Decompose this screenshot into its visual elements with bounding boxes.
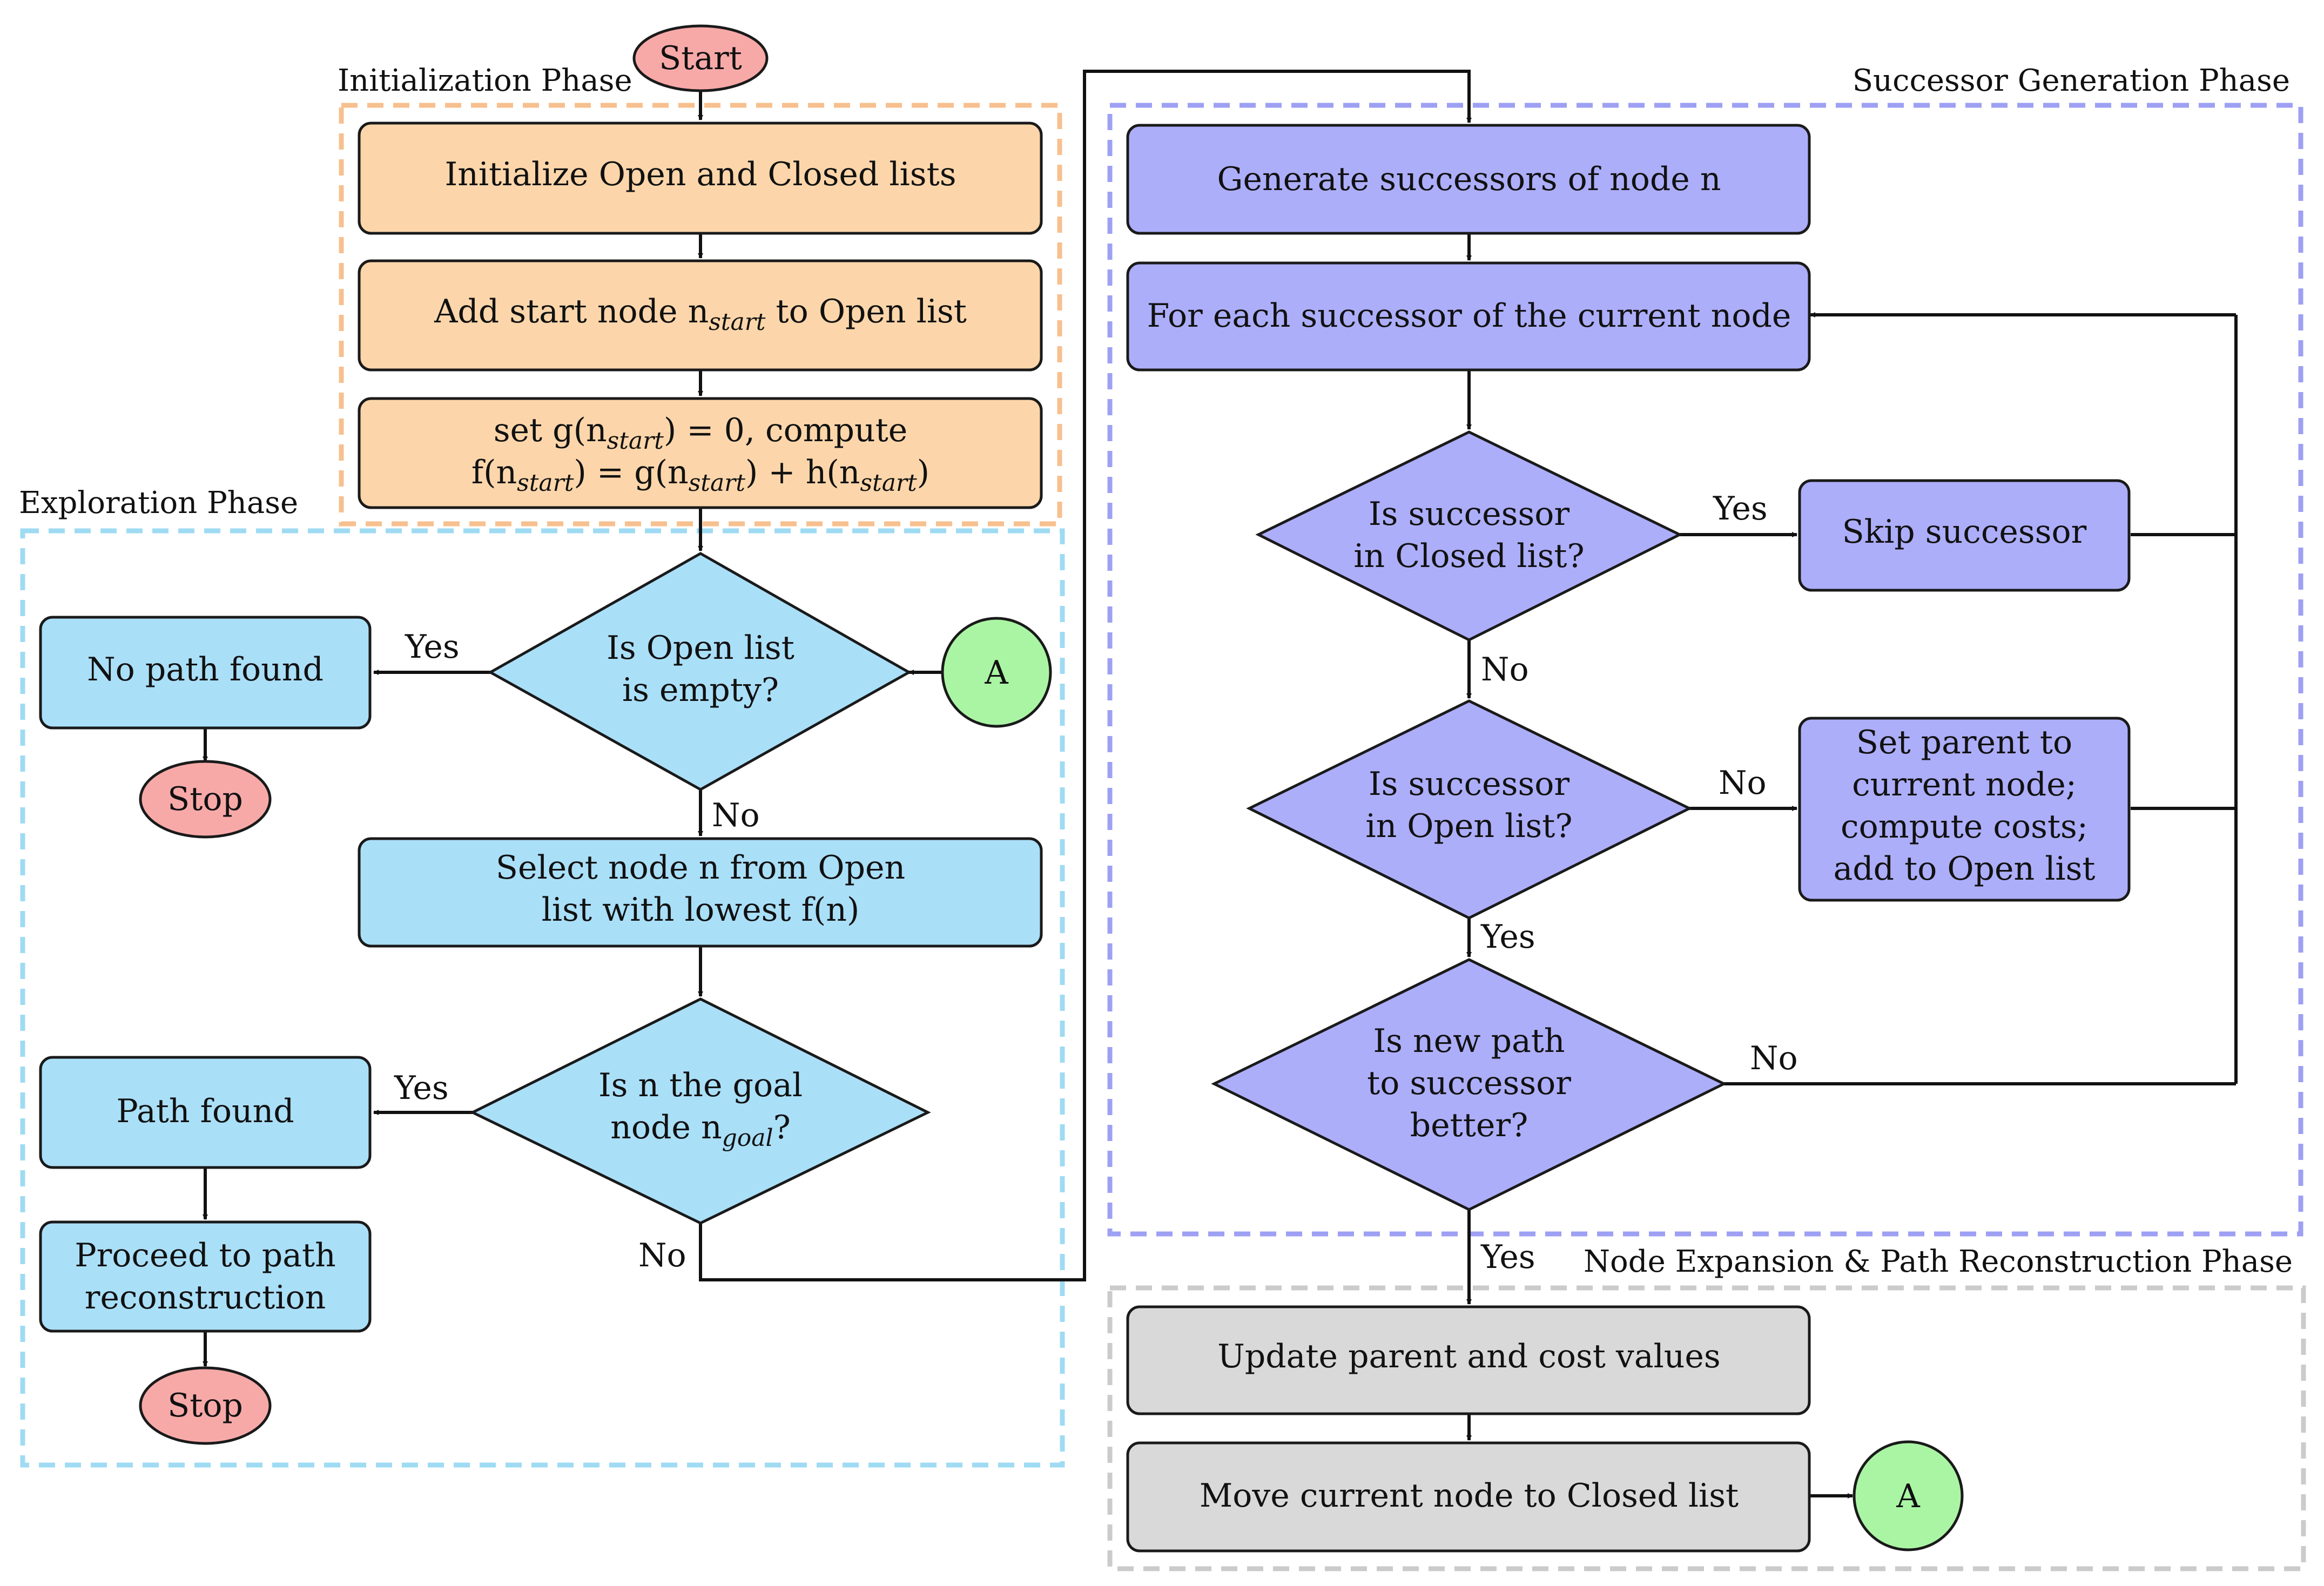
better-line1: Is new path: [1373, 1022, 1565, 1060]
start-terminal: Start: [632, 24, 769, 92]
is-open-empty-decision: Is Open list is empty?: [487, 552, 912, 791]
proceed-line2: reconstruction: [85, 1279, 326, 1317]
initialization-phase: Initialization Phase: [338, 63, 1062, 527]
label-yes-nopath: Yes: [405, 628, 460, 666]
edge-labels: Yes No Yes No Yes No No Yes No Yes: [394, 490, 1798, 1276]
initialization-phase-label: Initialization Phase: [338, 63, 632, 98]
label-yes-inopen: Yes: [1480, 918, 1535, 956]
in-open-line2: in Open list?: [1365, 807, 1572, 845]
for-each-node: For each successor of the current node: [1126, 261, 1811, 372]
add-start-label: Add start node nstart to Open list: [434, 293, 967, 336]
connector-a-right-label: A: [1896, 1477, 1920, 1515]
stop-terminal-1: Stop: [139, 760, 272, 839]
skip-label: Skip successor: [1842, 513, 2087, 551]
set-cost-node: set g(nstart) = 0, compute f(nstart) = g…: [358, 397, 1043, 509]
exploration-phase-label: Exploration Phase: [19, 485, 298, 521]
init-lists-node: Initialize Open and Closed lists: [358, 122, 1043, 235]
better-line3: better?: [1410, 1106, 1528, 1144]
proceed-node: Proceed to path reconstruction: [39, 1220, 372, 1333]
skip-node: Skip successor: [1798, 479, 2131, 592]
stop-label-1: Stop: [167, 780, 243, 818]
connector-a-left-label: A: [984, 654, 1008, 692]
is-open-empty-line2: is empty?: [622, 671, 779, 709]
no-path-label: No path found: [87, 651, 324, 689]
set-parent-line4: add to Open list: [1833, 850, 2095, 888]
connector-a-right: A: [1853, 1440, 1964, 1551]
path-found-node: Path found: [39, 1056, 372, 1169]
is-open-empty-line1: Is Open list: [607, 629, 794, 667]
gen-succ-node: Generate successors of node n: [1126, 124, 1811, 235]
better-decision: Is new path to successor better?: [1211, 958, 1727, 1211]
select-node: Select node n from Open list with lowest…: [358, 837, 1043, 948]
no-path-node: No path found: [39, 616, 372, 730]
label-yes-skip: Yes: [1713, 490, 1768, 528]
is-goal-line1: Is n the goal: [598, 1067, 803, 1104]
set-parent-node: Set parent to current node; compute cost…: [1798, 717, 2131, 902]
label-no-goal: No: [638, 1237, 686, 1274]
set-parent-line2: current node;: [1852, 766, 2077, 804]
label-no-inopen: No: [1719, 764, 1767, 802]
edges: [203, 70, 2238, 1499]
update-label: Update parent and cost values: [1217, 1338, 1720, 1375]
label-yes-pathfound: Yes: [394, 1069, 449, 1107]
is-goal-line2: node ngoal?: [610, 1109, 791, 1152]
select-node-line2: list with lowest f(n): [542, 891, 860, 929]
path-found-label: Path found: [116, 1092, 294, 1130]
node-expansion-phase: Node Expansion & Path Reconstruction Pha…: [1107, 1244, 2306, 1571]
in-open-line1: Is successor: [1369, 765, 1569, 803]
in-open-decision: Is successor in Open list?: [1246, 699, 1693, 920]
update-node: Update parent and cost values: [1126, 1305, 1811, 1415]
select-node-line1: Select node n from Open: [496, 849, 905, 887]
stop-terminal-2: Stop: [139, 1366, 272, 1445]
set-g-label: set g(nstart) = 0, compute: [494, 411, 908, 455]
label-no-better: No: [1750, 1040, 1798, 1077]
edge-goal-gensucc: [699, 70, 1472, 1281]
label-no-select: No: [712, 797, 760, 834]
set-parent-line1: Set parent to: [1856, 724, 2072, 761]
add-start-node: Add start node nstart to Open list: [358, 259, 1043, 372]
set-parent-line3: compute costs;: [1841, 808, 2088, 846]
in-closed-line2: in Closed list?: [1353, 537, 1584, 575]
exploration-phase: Exploration Phase: [19, 485, 1065, 1468]
compute-f-label: f(nstart) = g(nstart) + h(nstart): [471, 454, 929, 497]
gen-succ-label: Generate successors of node n: [1217, 160, 1721, 198]
start-label: Start: [659, 39, 742, 77]
successor-generation-phase: Successor Generation Phase: [1107, 63, 2303, 1237]
stop-label-2: Stop: [167, 1387, 243, 1425]
init-lists-label: Initialize Open and Closed lists: [445, 156, 956, 193]
node-expansion-phase-label: Node Expansion & Path Reconstruction Pha…: [1584, 1244, 2293, 1279]
proceed-line1: Proceed to path: [75, 1237, 336, 1274]
move-closed-label: Move current node to Closed list: [1200, 1477, 1739, 1515]
successor-generation-phase-label: Successor Generation Phase: [1853, 63, 2290, 98]
in-closed-line1: Is successor: [1369, 495, 1569, 533]
connector-a-left: A: [941, 617, 1052, 728]
better-line2: to successor: [1367, 1064, 1571, 1102]
in-closed-decision: Is successor in Closed list?: [1255, 430, 1683, 642]
for-each-label: For each successor of the current node: [1147, 297, 1791, 335]
label-no-inclosed: No: [1481, 651, 1529, 689]
label-yes-better: Yes: [1480, 1238, 1535, 1276]
move-closed-node: Move current node to Closed list: [1126, 1441, 1811, 1553]
is-goal-decision: Is n the goal node ngoal?: [469, 997, 931, 1225]
